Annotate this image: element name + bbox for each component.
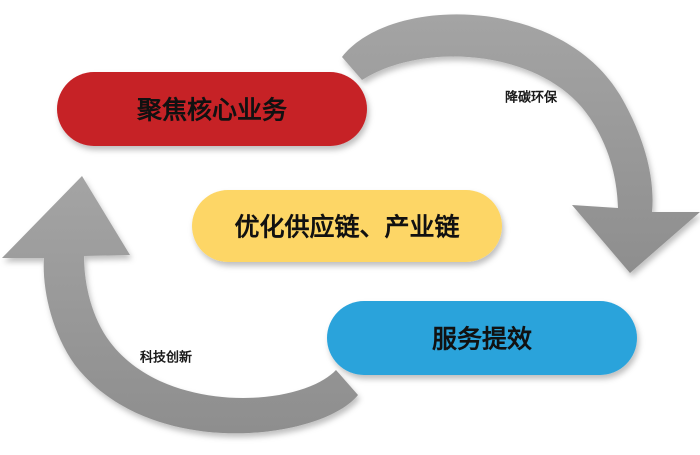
supply-chain-node: 优化供应链、产业链 <box>192 190 502 262</box>
right-cycle-arrow: 降碳环保 <box>342 14 700 273</box>
left-cycle-arrow: 科技创新 <box>2 176 358 434</box>
service-label: 服务提效 <box>432 325 532 354</box>
core-business-label: 聚焦核心业务 <box>136 96 287 125</box>
supply-chain-pill <box>192 190 502 262</box>
supply-chain-label: 优化供应链、产业链 <box>234 213 459 242</box>
service-node: 服务提效 <box>327 301 637 375</box>
right-arrow-label: 降碳环保 <box>505 90 558 106</box>
left-arrow-label: 科技创新 <box>140 350 192 366</box>
left-arrow-shape <box>2 176 358 434</box>
service-pill <box>327 301 637 375</box>
core-business-pill <box>57 72 367 146</box>
core-business-node: 聚焦核心业务 <box>57 72 367 146</box>
right-arrow-shape <box>342 14 700 273</box>
